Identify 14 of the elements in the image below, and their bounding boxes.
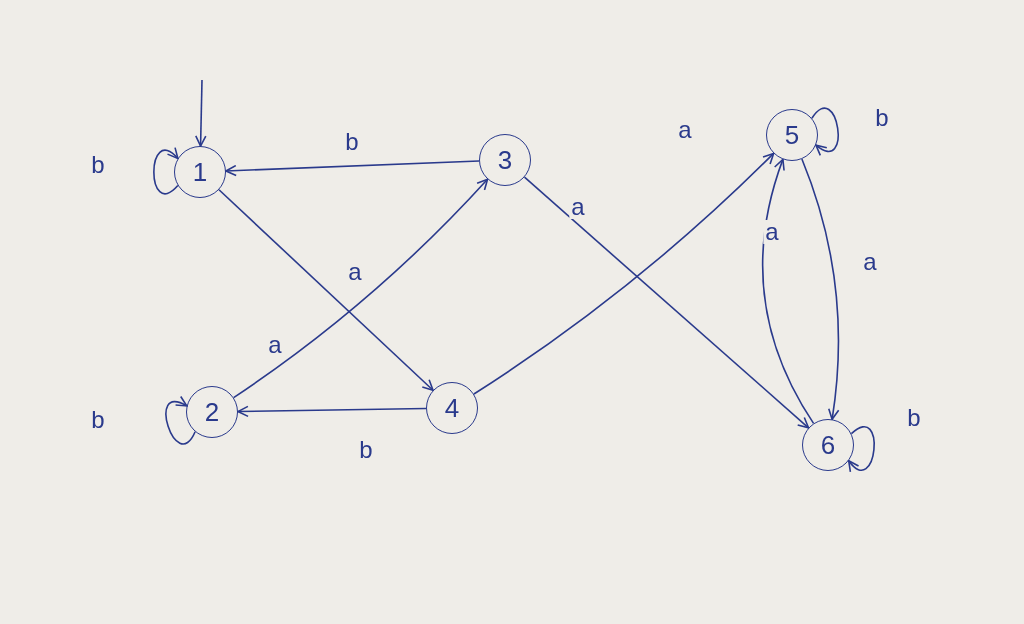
transition-arrow — [218, 188, 434, 392]
transition-arrow — [237, 405, 427, 418]
edge-label: a — [763, 220, 781, 244]
transition-arrow — [165, 396, 196, 445]
transition-arrow — [232, 178, 489, 399]
transition-arrow — [811, 107, 839, 156]
transition-arrow — [225, 160, 480, 177]
transition-arrow — [473, 152, 775, 395]
transition-arrow — [847, 426, 875, 473]
transition-arrow — [761, 158, 815, 425]
transition-arrow — [195, 79, 207, 147]
transition-arrow — [523, 176, 810, 429]
transition-arrow — [801, 158, 840, 421]
transition-arrow — [153, 147, 179, 195]
